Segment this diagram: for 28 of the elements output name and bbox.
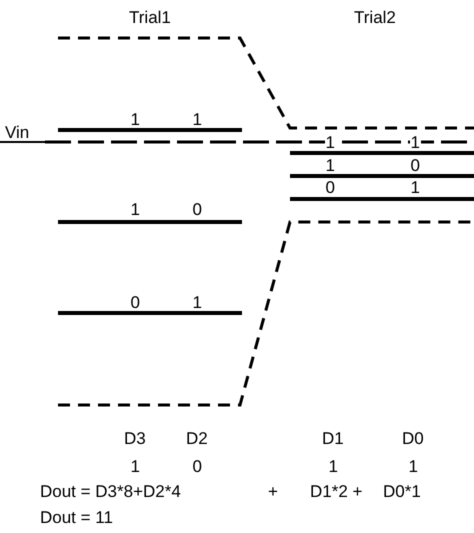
bit-value: 1 bbox=[192, 110, 202, 129]
bit-value: 1 bbox=[324, 134, 336, 151]
column-heading: Trial2 bbox=[354, 8, 396, 27]
bit-value: 0 bbox=[410, 156, 420, 175]
bit-name: D2 bbox=[186, 429, 208, 448]
bit-value: 1 bbox=[328, 457, 338, 476]
bit-value: 1 bbox=[410, 178, 420, 197]
column-heading: Trial1 bbox=[129, 8, 171, 27]
bit-value: 1 bbox=[192, 293, 202, 312]
bit-name: D0 bbox=[402, 429, 424, 448]
bit-value: 0 bbox=[192, 200, 202, 219]
bit-value: 1 bbox=[326, 156, 335, 175]
bit-value: 0 bbox=[326, 178, 335, 197]
equation-text: D1*2 + bbox=[310, 482, 362, 501]
equation-text: Dout = D3*8+D2*4 bbox=[40, 482, 181, 501]
bit-value: 0 bbox=[130, 293, 140, 312]
signal-label: Vin bbox=[5, 123, 30, 142]
bit-name: D1 bbox=[322, 429, 344, 448]
result-text: Dout = 11 bbox=[40, 508, 113, 527]
bit-value: 1 bbox=[408, 457, 418, 476]
bit-value: 1 bbox=[130, 457, 140, 476]
bit-name: D3 bbox=[124, 429, 146, 448]
equation-text: D0*1 bbox=[383, 482, 421, 501]
bit-value: 0 bbox=[192, 457, 202, 476]
bit-value: 1 bbox=[130, 110, 140, 129]
bit-value: 1 bbox=[130, 200, 140, 219]
equation-text: + bbox=[268, 482, 278, 501]
bit-value: 1 bbox=[410, 134, 421, 151]
